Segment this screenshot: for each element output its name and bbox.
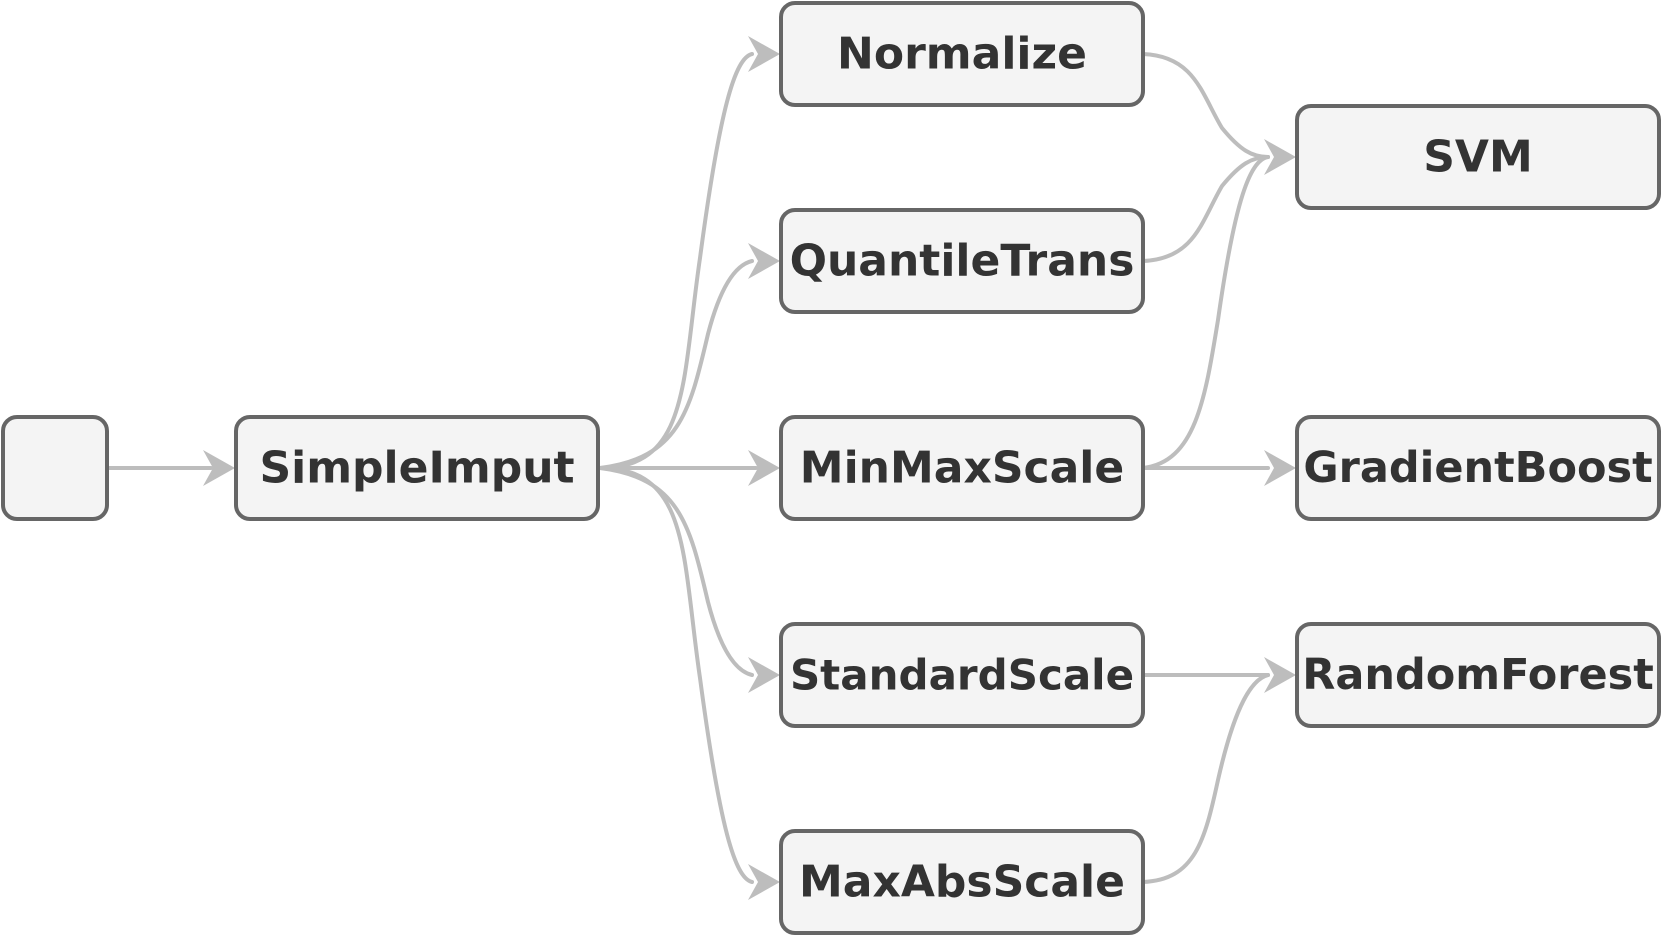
node-input[interactable]: [1, 415, 109, 521]
node-normalize[interactable]: Normalize: [779, 1, 1145, 107]
node-minmaxscale-label: MinMaxScale: [800, 443, 1124, 494]
node-randomforest[interactable]: RandomForest: [1295, 622, 1661, 728]
arrowhead-minmaxscale: [748, 450, 780, 486]
arrowhead-simpleimput: [203, 450, 235, 486]
node-input-box: [1, 415, 109, 521]
node-simpleimput[interactable]: SimpleImput: [234, 415, 600, 521]
edge-simpleimput-to-standardscale: [598, 466, 754, 677]
edges-layer: [105, 36, 1296, 900]
edge-minmaxscale-to-svm: [1141, 155, 1270, 470]
node-normalize-box: [779, 1, 1145, 107]
node-maxabsscale[interactable]: MaxAbsScale: [779, 829, 1145, 935]
edge-quantiletrans-to-svm: [1141, 155, 1270, 263]
node-svm[interactable]: SVM: [1295, 104, 1661, 210]
node-minmaxscale[interactable]: MinMaxScale: [779, 415, 1145, 521]
node-quantiletrans-box: [779, 208, 1145, 314]
node-gradientboost-box: [1295, 415, 1661, 521]
node-standardscale-label: StandardScale: [790, 651, 1134, 700]
node-randomforest-box: [1295, 622, 1661, 728]
edge-maxabsscale-to-randomforest: [1141, 673, 1270, 884]
node-normalize-label: Normalize: [837, 29, 1087, 80]
node-gradientboost[interactable]: GradientBoost: [1295, 415, 1661, 521]
edge-normalize-to-svm: [1141, 52, 1270, 159]
arrowhead-standardscale: [748, 657, 780, 693]
edge-simpleimput-to-maxabsscale: [598, 466, 754, 884]
node-minmaxscale-box: [779, 415, 1145, 521]
node-simpleimput-label: SimpleImput: [259, 443, 574, 494]
edge-simpleimput-to-quantiletrans: [598, 259, 754, 470]
node-gradientboost-label: GradientBoost: [1303, 443, 1652, 493]
arrowhead-svm: [1264, 139, 1296, 175]
node-svm-box: [1295, 104, 1661, 210]
node-quantiletrans[interactable]: QuantileTrans: [779, 208, 1145, 314]
node-simpleimput-box: [234, 415, 600, 521]
node-standardscale[interactable]: StandardScale: [779, 622, 1145, 728]
arrowhead-gradientboost: [1264, 450, 1296, 486]
node-standardscale-box: [779, 622, 1145, 728]
arrowhead-randomforest: [1264, 657, 1296, 693]
arrowhead-maxabsscale: [748, 864, 780, 900]
node-quantiletrans-label: QuantileTrans: [790, 236, 1135, 287]
node-svm-label: SVM: [1423, 132, 1533, 183]
arrowhead-normalize: [748, 36, 780, 72]
node-maxabsscale-label: MaxAbsScale: [799, 857, 1125, 908]
node-randomforest-label: RandomForest: [1302, 650, 1654, 700]
node-maxabsscale-box: [779, 829, 1145, 935]
arrowhead-quantiletrans: [748, 243, 780, 279]
edge-simpleimput-to-normalize: [598, 52, 754, 470]
